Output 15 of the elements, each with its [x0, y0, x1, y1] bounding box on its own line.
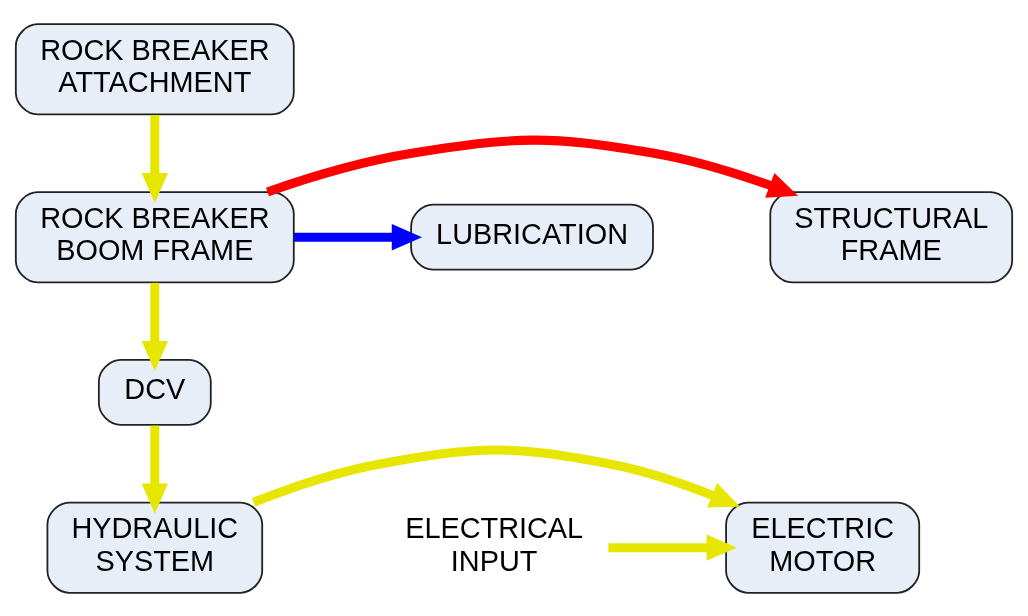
- arrow: [251, 445, 741, 507]
- node-box: LUBRICATION: [410, 203, 654, 271]
- arrow: [608, 533, 737, 561]
- arrow: [294, 223, 422, 250]
- arrow: [266, 135, 799, 198]
- node-box: ELECTRIC MOTOR: [725, 501, 921, 594]
- arrow: [141, 282, 169, 371]
- node-box: DCV: [97, 358, 212, 426]
- node-box: STRUCTURAL FRAME: [769, 190, 1014, 283]
- node-box: ROCK BREAKER BOOM FRAME: [14, 190, 295, 283]
- node-text: ELECTRICAL INPUT: [405, 511, 584, 577]
- node-box: ROCK BREAKER ATTACHMENT: [14, 22, 295, 115]
- node-box: HYDRAULIC SYSTEM: [46, 501, 264, 594]
- arrow: [141, 114, 169, 203]
- arrow: [141, 425, 169, 514]
